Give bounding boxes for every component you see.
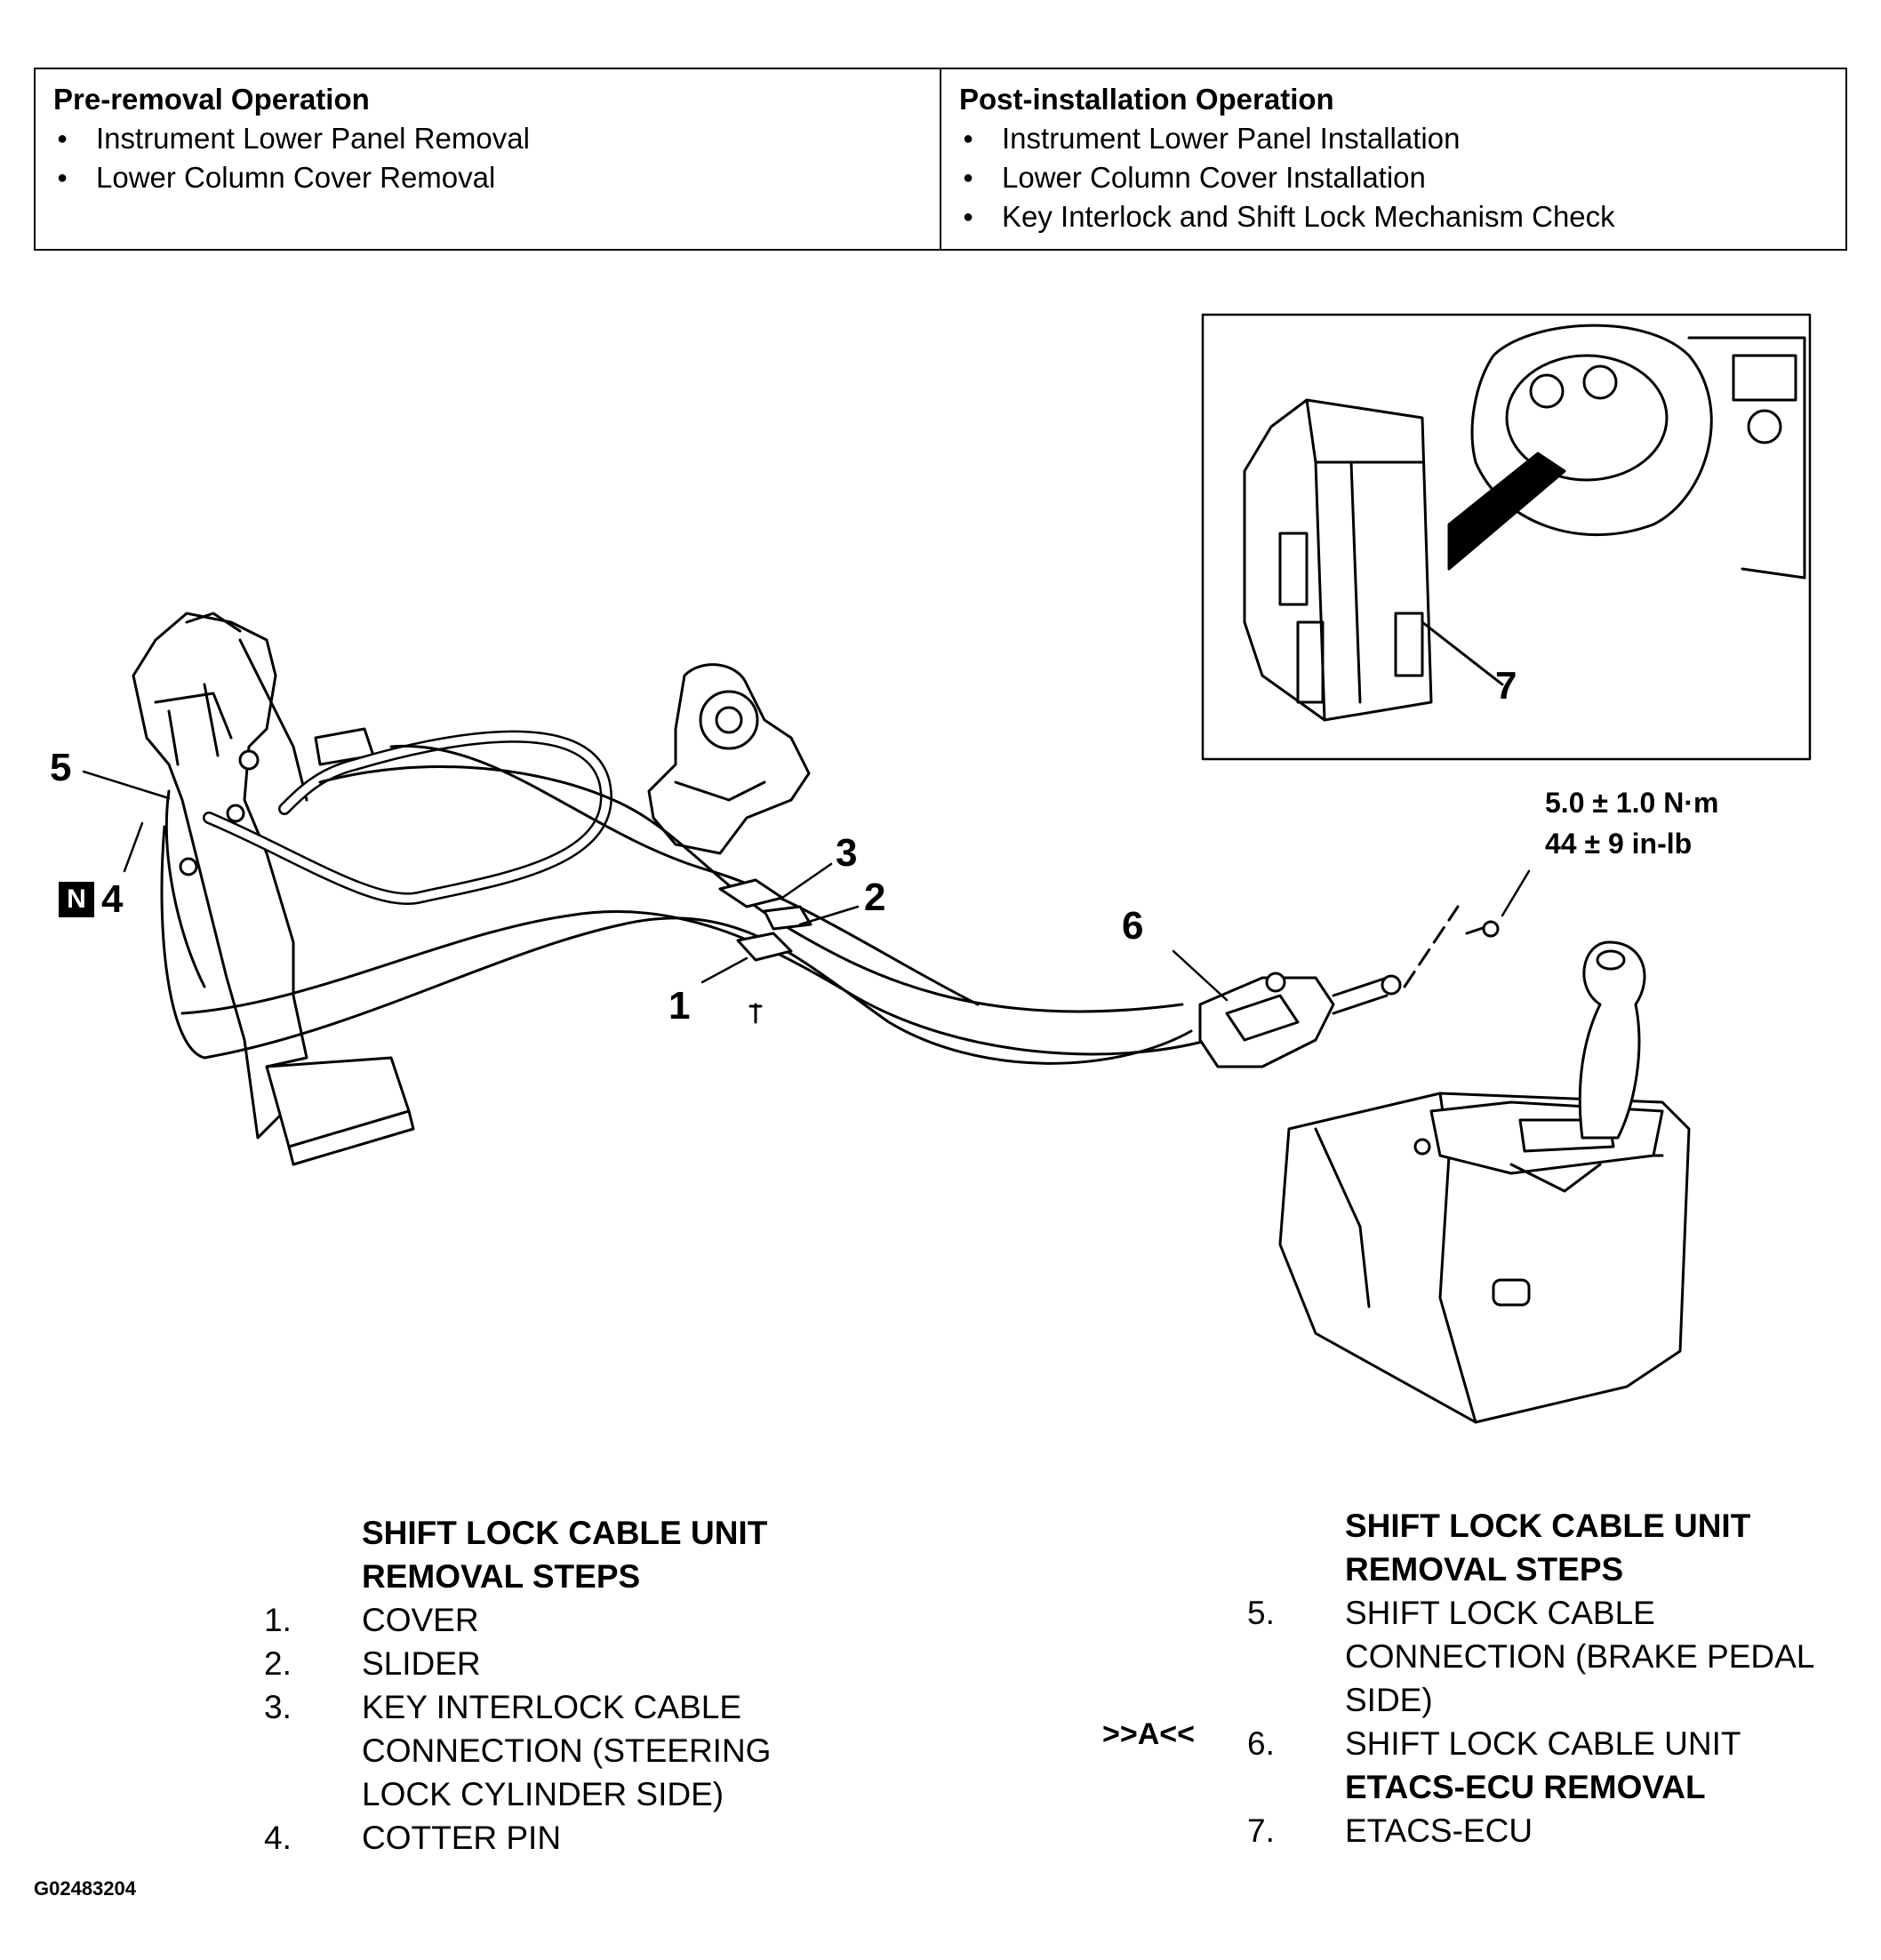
callout-6: 6 xyxy=(1122,904,1144,948)
steps-header: REMOVAL STEPS xyxy=(1345,1551,1624,1588)
callout-2: 2 xyxy=(864,876,886,919)
cover-slider-clips xyxy=(718,878,812,1024)
leader-lines xyxy=(82,770,1531,1002)
step-number: 4. xyxy=(264,1820,292,1856)
reference-mark: >>A<< xyxy=(1102,1717,1195,1751)
step-item: 4. COTTER PIN xyxy=(264,1816,904,1860)
operations-table: Pre-removal Operation Instrument Lower P… xyxy=(34,68,1847,251)
step-text: CONNECTION (STEERING xyxy=(362,1732,772,1769)
step-text: SIDE) xyxy=(1345,1682,1433,1718)
post-installation-column: Post-installation Operation Instrument L… xyxy=(940,69,1845,249)
step-number: 6. xyxy=(1247,1725,1275,1762)
pre-removal-list: Instrument Lower Panel Removal Lower Col… xyxy=(53,119,922,197)
post-installation-item: Instrument Lower Panel Installation xyxy=(959,119,1828,158)
step-item: 7. ETACS-ECU xyxy=(1247,1809,1869,1852)
removal-steps-left: SHIFT LOCK CABLE UNIT REMOVAL STEPS 1. C… xyxy=(264,1511,904,1860)
step-text: ETACS-ECU xyxy=(1345,1812,1533,1849)
step-item: 2. SLIDER xyxy=(264,1642,904,1685)
shift-lever-assembly xyxy=(1278,940,1691,1424)
post-installation-title: Post-installation Operation xyxy=(959,83,1334,116)
callout-7: 7 xyxy=(1495,664,1517,708)
steps-header: SHIFT LOCK CABLE UNIT xyxy=(362,1515,768,1551)
shift-lock-cable xyxy=(160,730,1211,1065)
step-text: SHIFT LOCK CABLE UNIT xyxy=(1345,1725,1741,1762)
n-badge: N xyxy=(59,882,94,917)
etacs-inset xyxy=(1201,313,1812,761)
steering-lock-cylinder xyxy=(647,663,811,855)
steps-header: REMOVAL STEPS xyxy=(362,1558,641,1595)
step-text: SHIFT LOCK CABLE xyxy=(1345,1595,1655,1631)
step-number: 1. xyxy=(264,1602,292,1638)
step-text: KEY INTERLOCK CABLE xyxy=(362,1689,742,1725)
step-text: SLIDER xyxy=(362,1645,481,1682)
step-number: 7. xyxy=(1247,1812,1275,1849)
shift-lock-cable-unit xyxy=(1198,905,1500,1068)
pre-removal-item: Instrument Lower Panel Removal xyxy=(53,119,922,158)
removal-steps-right: SHIFT LOCK CABLE UNIT REMOVAL STEPS 5. S… xyxy=(1247,1504,1869,1852)
callout-4: 4 xyxy=(101,877,124,921)
step-text: COVER xyxy=(362,1602,479,1638)
pre-removal-column: Pre-removal Operation Instrument Lower P… xyxy=(36,69,940,249)
torque-metric: 5.0 ± 1.0 N·m xyxy=(1545,787,1719,819)
callout-3: 3 xyxy=(836,831,858,875)
step-item: 6. SHIFT LOCK CABLE UNIT xyxy=(1247,1722,1869,1765)
step-item: 5. SHIFT LOCK CABLE CONNECTION (BRAKE PE… xyxy=(1247,1591,1869,1722)
torque-imperial: 44 ± 9 in-lb xyxy=(1545,828,1693,860)
step-text: COTTER PIN xyxy=(362,1820,562,1856)
step-item: 1. COVER xyxy=(264,1598,904,1642)
post-installation-list: Instrument Lower Panel Installation Lowe… xyxy=(959,119,1828,236)
step-number: 2. xyxy=(264,1645,292,1682)
etacs-header: ETACS-ECU REMOVAL xyxy=(1345,1769,1706,1805)
step-text: LOCK CYLINDER SIDE) xyxy=(362,1776,724,1812)
post-installation-item: Lower Column Cover Installation xyxy=(959,158,1828,197)
step-text: CONNECTION (BRAKE PEDAL xyxy=(1345,1638,1815,1675)
pre-removal-item: Lower Column Cover Removal xyxy=(53,158,922,197)
step-number: 5. xyxy=(1247,1595,1275,1631)
step-number: 3. xyxy=(264,1689,292,1725)
figure-code: G02483204 xyxy=(34,1877,136,1900)
step-item: 3. KEY INTERLOCK CABLE CONNECTION (STEER… xyxy=(264,1685,904,1816)
torque-spec: 5.0 ± 1.0 N·m 44 ± 9 in-lb xyxy=(1545,782,1718,864)
pre-removal-title: Pre-removal Operation xyxy=(53,83,370,116)
callout-5: 5 xyxy=(50,746,72,789)
steps-header: SHIFT LOCK CABLE UNIT xyxy=(1345,1508,1751,1544)
brake-pedal-assembly xyxy=(132,612,415,1166)
callout-1: 1 xyxy=(668,984,691,1028)
post-installation-item: Key Interlock and Shift Lock Mechanism C… xyxy=(959,197,1828,236)
